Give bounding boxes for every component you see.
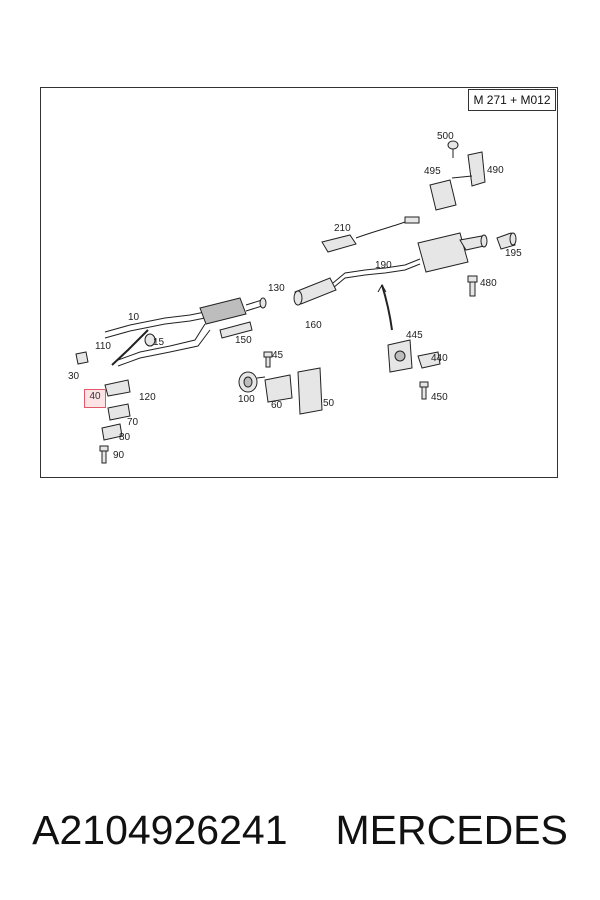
hanger-bracket[interactable] [429,140,486,211]
bracket-60[interactable] [264,374,293,403]
leader-110 [111,329,149,366]
gasket-15[interactable] [144,333,156,347]
bolt-90[interactable] [99,445,109,464]
center-pipe[interactable] [332,258,421,289]
intermediate-pipe[interactable] [293,277,337,306]
rear-muffler[interactable] [417,232,488,273]
callout-15: 15 [153,337,165,348]
callout-440: 440 [431,353,448,364]
bolt-480[interactable] [467,275,478,297]
part-number: A2104926241 [32,806,288,853]
bolt-450[interactable] [419,381,429,400]
callout-160: 160 [305,320,322,331]
bolt-45[interactable] [263,351,273,368]
clamp-120[interactable] [104,379,131,397]
clamp-80[interactable] [101,423,123,441]
clamp-100[interactable] [238,371,266,393]
front-pipe-assembly[interactable] [104,297,267,367]
callout-50: 50 [323,398,335,409]
callout-195: 195 [505,248,522,259]
callout-100: 100 [238,394,255,405]
callout-500: 500 [437,131,454,142]
oxygen-sensor[interactable] [321,216,420,253]
footer: A2104926241 MERCEDES [0,800,600,860]
highlighted-part-label: 40 [89,391,101,402]
callout-110: 110 [95,341,111,352]
callout-70: 70 [127,417,139,428]
callout-60: 60 [271,400,283,411]
callout-130: 130 [268,283,285,294]
callout-495: 495 [424,166,441,177]
callout-120: 120 [139,392,156,403]
clamp-70[interactable] [107,403,131,421]
brand-name: MERCEDES [335,806,568,853]
callout-30: 30 [68,371,80,382]
callout-45: 45 [272,350,284,361]
callout-80: 80 [119,432,131,443]
bracket-440[interactable] [417,351,441,369]
callout-445: 445 [406,330,423,341]
tail-pipe-trim[interactable] [496,232,517,250]
highlighted-part-marker[interactable] [84,389,106,408]
bolt-150[interactable] [219,321,253,339]
rubber-mount[interactable] [377,283,413,373]
callout-490: 490 [487,165,504,176]
callout-480: 480 [480,278,497,289]
bracket-50[interactable] [297,367,323,415]
callout-190: 190 [375,260,392,271]
callout-450: 450 [431,392,448,403]
callout-210: 210 [334,223,351,234]
nut-30[interactable] [75,351,89,365]
callout-10: 10 [128,312,140,323]
model-label: M 271 + M012 [468,89,556,111]
callout-150: 150 [235,335,252,346]
callout-90: 90 [113,450,125,461]
